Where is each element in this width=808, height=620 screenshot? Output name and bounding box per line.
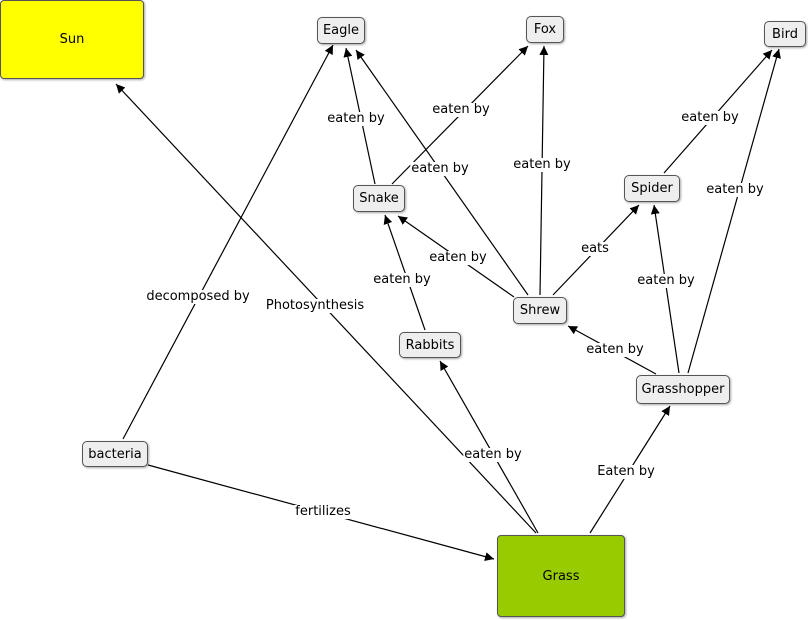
edge-label-grass-to-rabbits: eaten by (463, 447, 523, 462)
edge-label-spider-to-bird: eaten by (680, 110, 740, 125)
node-shrew[interactable]: Shrew (513, 297, 567, 324)
edge-label-grass-to-sun: Photosynthesis (264, 298, 366, 313)
node-bird[interactable]: Bird (764, 21, 806, 47)
edge-label-shrew-to-spider: eats (580, 241, 610, 256)
node-bacteria[interactable]: bacteria (82, 441, 148, 467)
edge-label-grasshopper-to-shrew: eaten by (585, 342, 645, 357)
edge-rabbits-to-snake (383, 214, 426, 331)
node-sun[interactable]: Sun (0, 0, 144, 79)
edge-label-snake-to-eagle: eaten by (326, 111, 386, 126)
node-fox[interactable]: Fox (526, 16, 564, 43)
edge-label-snake-to-fox: eaten by (431, 102, 491, 117)
edge-label-shrew-to-eagle: eaten by (410, 161, 470, 176)
edge-label-grasshopper-to-spider: eaten by (636, 273, 696, 288)
edge-label-grass-to-grasshopper: Eaten by (596, 464, 656, 479)
node-grass[interactable]: Grass (497, 535, 625, 617)
edge-label-shrew-to-fox: eaten by (512, 157, 572, 172)
edge-grass-to-rabbits (439, 360, 539, 534)
edge-label-grasshopper-to-bird: eaten by (705, 182, 765, 197)
edge-label-bacteria-to-grass: fertilizes (294, 504, 352, 519)
edge-grasshopper-to-bird (687, 48, 781, 374)
edge-label-shrew-to-snake: eaten by (428, 250, 488, 265)
edge-grasshopper-to-spider (650, 204, 680, 374)
edge-label-rabbits-to-snake: eaten by (372, 272, 432, 287)
node-snake[interactable]: Snake (353, 185, 405, 212)
node-rabbits[interactable]: Rabbits (399, 332, 461, 358)
edge-label-bacteria-to-eagle: decomposed by (145, 289, 251, 304)
node-grasshopper[interactable]: Grasshopper (636, 375, 730, 404)
edge-bacteria-to-eagle (122, 44, 334, 440)
node-spider[interactable]: Spider (624, 175, 680, 202)
node-eagle[interactable]: Eagle (317, 17, 365, 44)
